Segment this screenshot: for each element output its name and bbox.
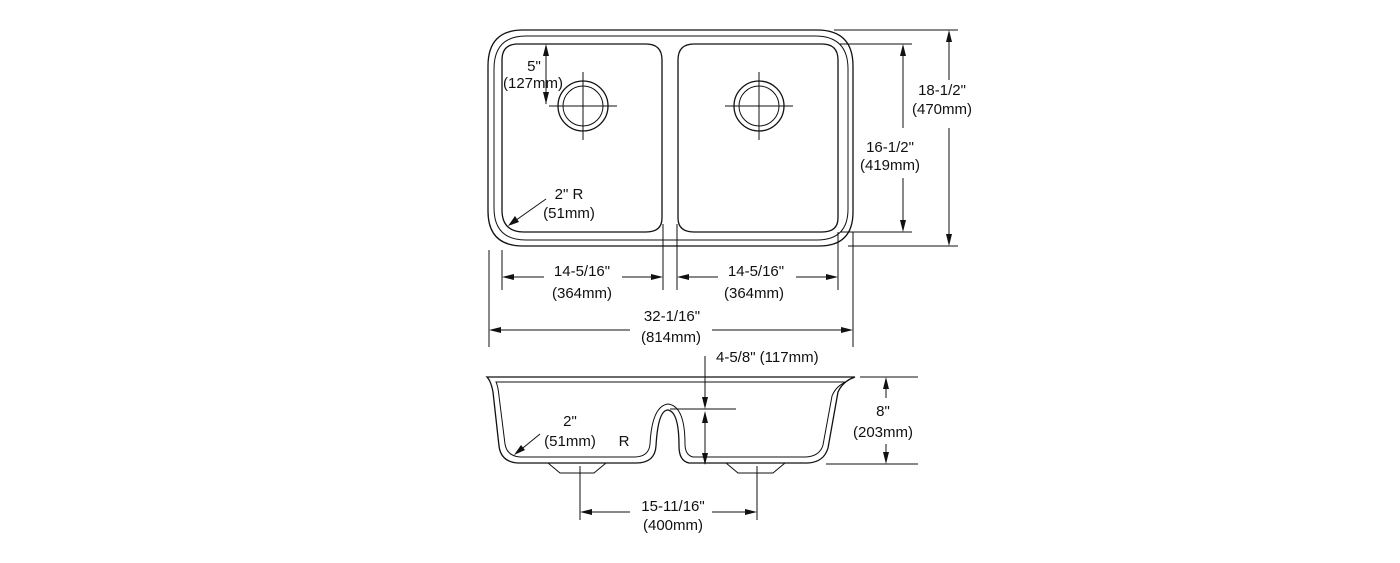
- width-extension-lines: [488, 224, 854, 347]
- inner-depth-dimension: [840, 43, 912, 233]
- outer-depth-dimension: [834, 29, 958, 247]
- right-drain-outlet: [725, 462, 786, 474]
- left-drain-outlet: [547, 462, 607, 474]
- inner-depth-label: 16-1/2": [866, 139, 914, 156]
- right-drain: [725, 72, 793, 140]
- side-corner-radius-mm-label: (51mm): [544, 433, 596, 450]
- drain-offset-dimension: [543, 44, 549, 104]
- divider-depth-label: 4-5/8" (117mm): [716, 349, 819, 366]
- right-bowl-width-label: 14-5/16": [728, 263, 784, 280]
- side-corner-radius-label: 2": [563, 413, 577, 430]
- right-bowl-width-dimension: [677, 274, 838, 280]
- drain-offset-mm-label: (127mm): [503, 75, 563, 92]
- sink-profile-inner: [495, 381, 847, 458]
- drain-spacing-label: 15-11/16": [641, 498, 704, 515]
- left-bowl-width-label: 14-5/16": [554, 263, 610, 280]
- side-corner-radius-suffix: R: [619, 433, 630, 450]
- bowl-depth-dimension: [826, 376, 918, 465]
- left-bowl-width-dimension: [502, 274, 663, 280]
- side-view: 4-5/8" (117mm) 2" (51mm) R 8" (203mm): [485, 349, 918, 534]
- top-view: 5" (127mm) 2" R (51mm) 16-1/2" (419mm): [487, 29, 972, 347]
- side-corner-radius-leader: [514, 433, 541, 455]
- left-bowl: [501, 43, 663, 233]
- sink-profile-outer: [485, 376, 856, 464]
- sink-inner-rim: [493, 35, 849, 241]
- corner-radius-label: 2" R: [555, 186, 584, 203]
- corner-radius-mm-label: (51mm): [543, 205, 595, 222]
- bowl-depth-label: 8": [876, 403, 890, 420]
- overall-width-dimension: [489, 327, 853, 333]
- drain-offset-label: 5": [527, 58, 541, 75]
- outer-depth-label: 18-1/2": [918, 82, 966, 99]
- bowl-depth-mm-label: (203mm): [853, 424, 913, 441]
- left-drain: [549, 72, 617, 140]
- outer-depth-mm-label: (470mm): [912, 101, 972, 118]
- overall-width-mm-label: (814mm): [641, 329, 701, 346]
- left-bowl-width-mm-label: (364mm): [552, 285, 612, 302]
- corner-radius-leader: [508, 198, 547, 226]
- divider-depth-dimension: [670, 356, 736, 465]
- right-bowl: [677, 43, 839, 233]
- right-bowl-width-mm-label: (364mm): [724, 285, 784, 302]
- drain-spacing-dimension: [579, 466, 758, 520]
- overall-width-label: 32-1/16": [644, 308, 700, 325]
- inner-depth-mm-label: (419mm): [860, 157, 920, 174]
- drain-spacing-mm-label: (400mm): [643, 517, 703, 534]
